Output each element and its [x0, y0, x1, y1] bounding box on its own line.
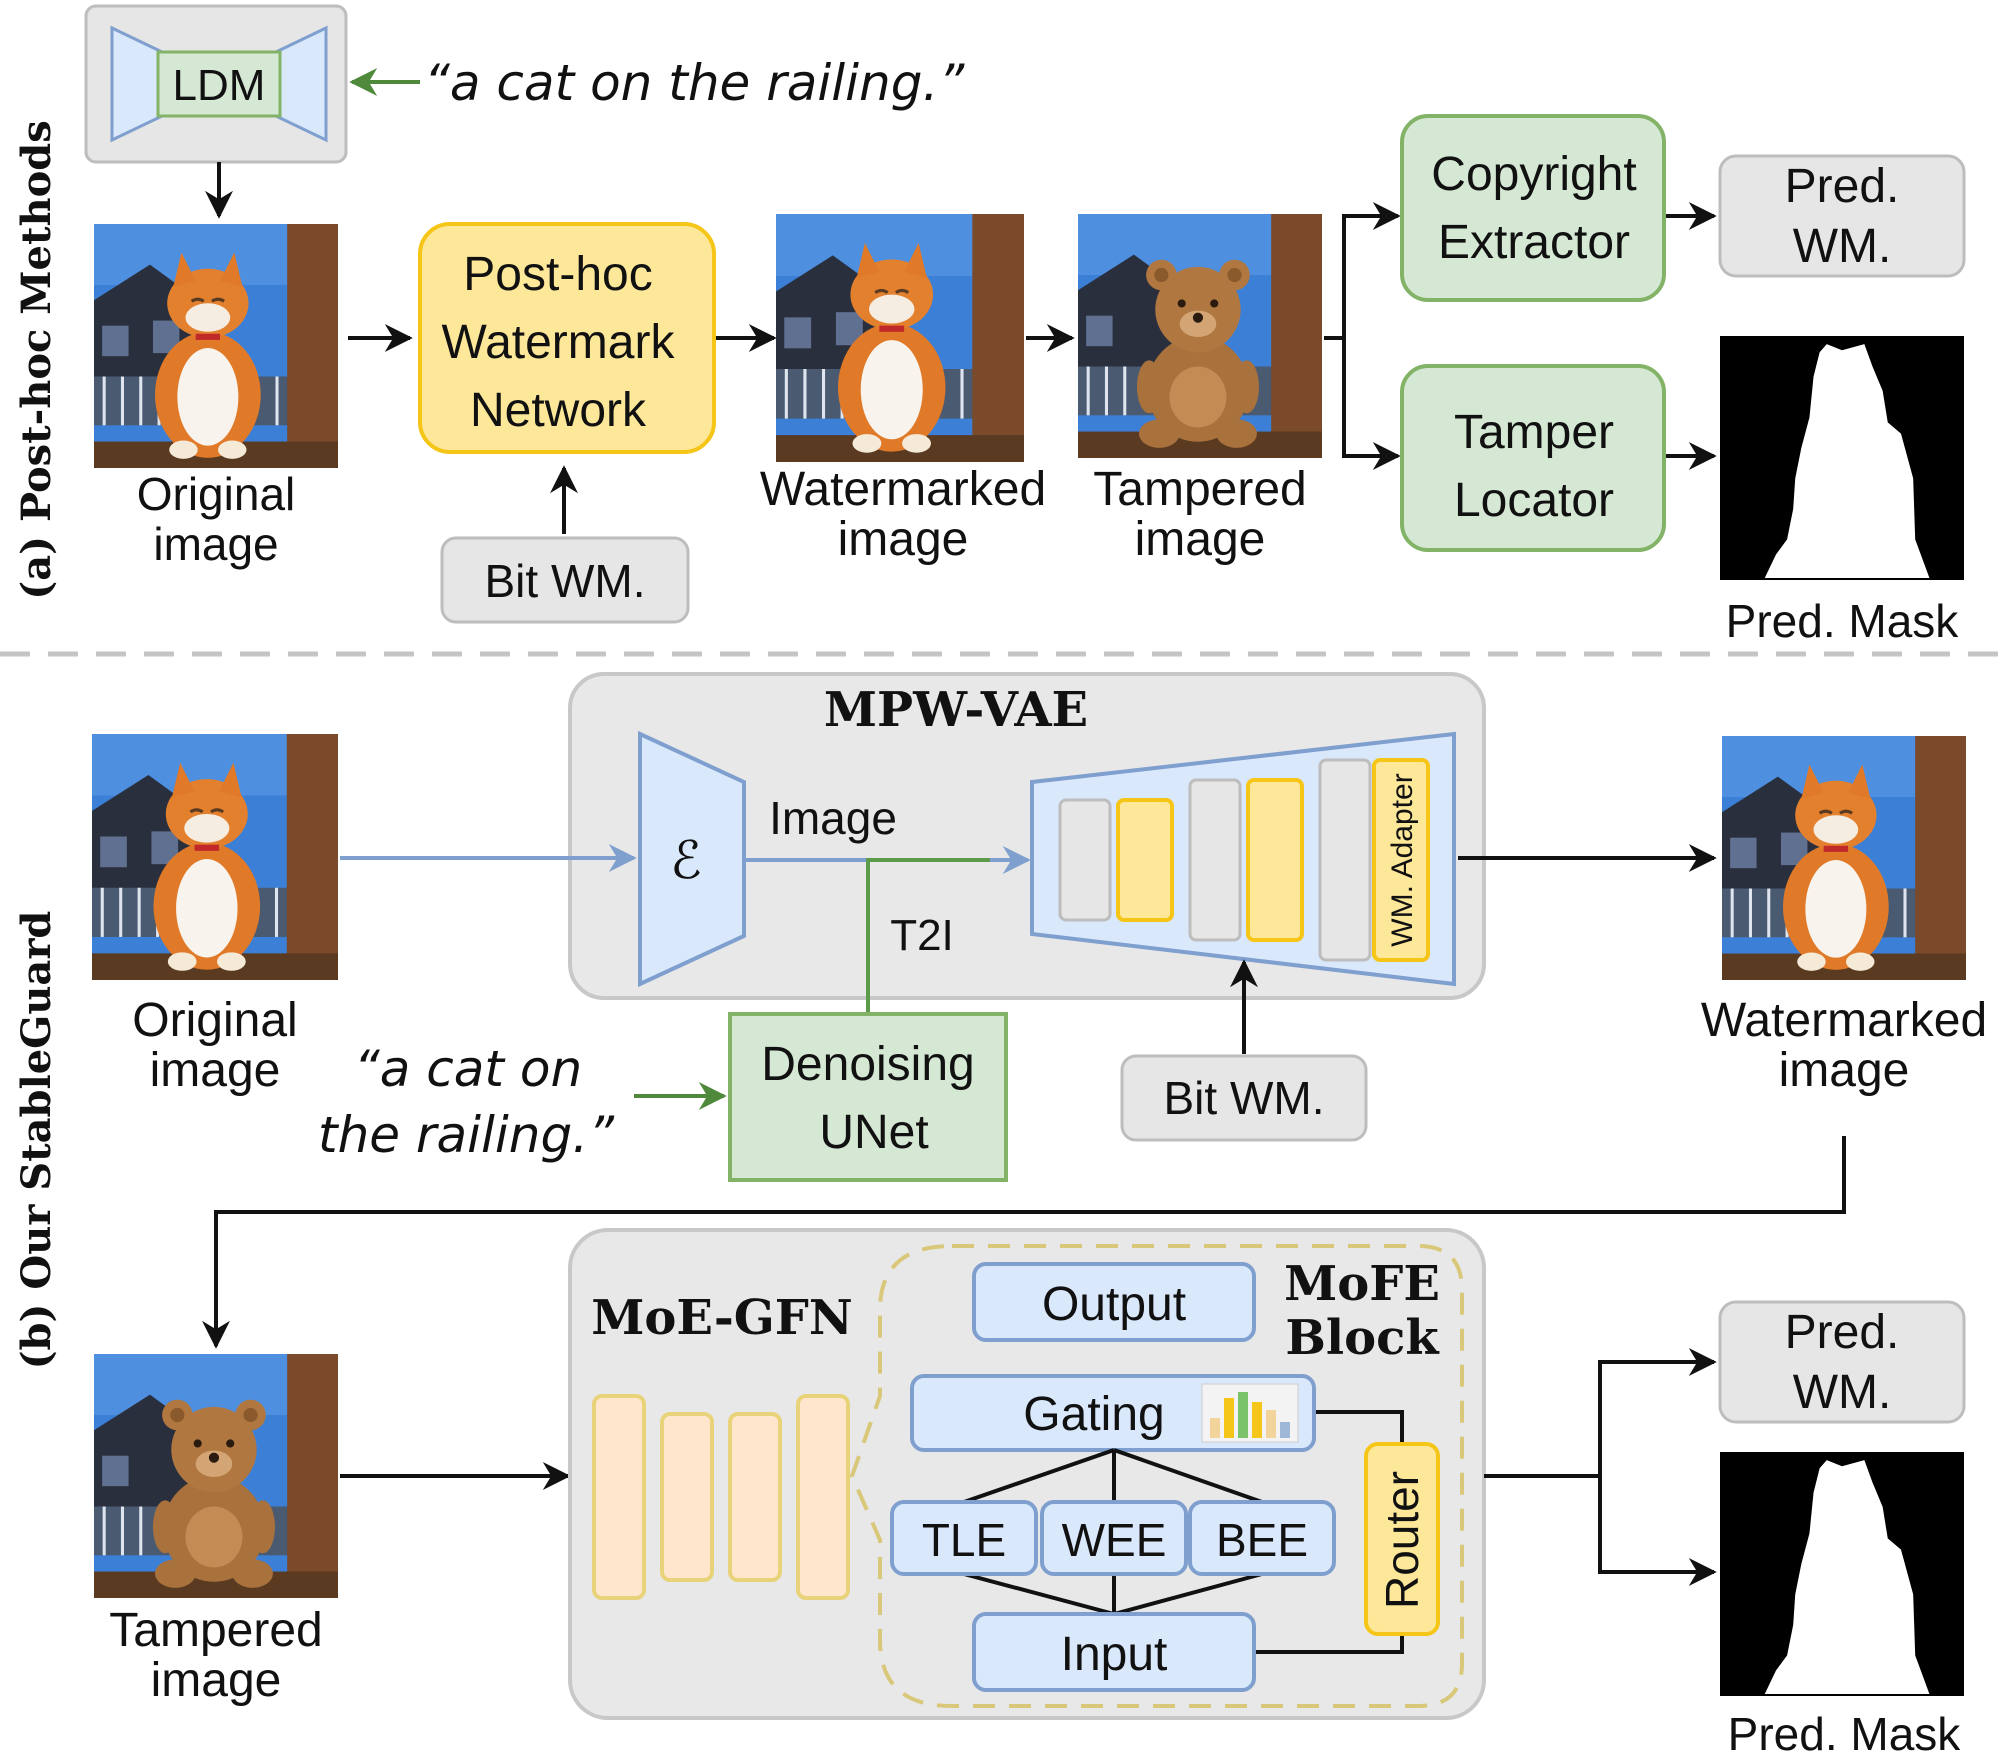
- mpw-vae-title: MPW-VAE: [824, 682, 1088, 738]
- original-image-a: [94, 224, 338, 468]
- ldm-block: LDM: [84, 4, 348, 164]
- watermarked-label-b-2: image: [1779, 1044, 1910, 1097]
- pred-wm-label-b-2: WM.: [1793, 1366, 1892, 1419]
- watermarked-label-a-2: image: [838, 513, 969, 566]
- expert-tle-label: TLE: [922, 1514, 1006, 1566]
- tamper-locator-box: Tamper Locator: [1400, 364, 1666, 552]
- tampered-label-b-1: Tampered: [109, 1604, 322, 1657]
- watermarked-image-a: [776, 214, 1024, 462]
- router-to-gating-line: [1316, 1410, 1404, 1444]
- prompt-text-a: “a cat on the railing.”: [424, 54, 965, 112]
- posthoc-label-3: Network: [470, 384, 647, 437]
- pred-mask-image-b: [1720, 1452, 1964, 1696]
- to-tamper-locator-arrow: [1342, 338, 1401, 470]
- mofe-block-title-2: Block: [1285, 1310, 1440, 1366]
- prompt-text-b-1: “a cat on: [354, 1040, 582, 1098]
- input-to-router-line: [1256, 1634, 1404, 1654]
- pred-mask-image-a: [1720, 336, 1964, 580]
- pred-wm-label-a-1: Pred.: [1785, 160, 1900, 213]
- tampered-image-b: [94, 1354, 338, 1598]
- expert-connectors: [963, 1448, 1263, 1616]
- posthoc-label-1: Post-hoc: [463, 248, 652, 301]
- bit-wm-label-b: Bit WM.: [1164, 1072, 1325, 1124]
- bit-wm-box-a: Bit WM.: [440, 536, 690, 624]
- tamper-locator-label-1: Tamper: [1454, 406, 1614, 459]
- output-box: Output: [972, 1262, 1256, 1342]
- copyright-extractor-box: Copyright Extractor: [1400, 114, 1666, 302]
- original-label-a-2: image: [153, 518, 278, 570]
- output-label: Output: [1042, 1278, 1186, 1331]
- gating-box: Gating: [910, 1374, 1316, 1452]
- ldm-label: LDM: [173, 61, 266, 110]
- pred-wm-label-b-1: Pred.: [1785, 1306, 1900, 1359]
- original-label-a-1: Original: [137, 468, 296, 520]
- wm-adapter-label: WM. Adapter: [1386, 773, 1419, 946]
- original-label-b-2: image: [150, 1044, 281, 1097]
- original-label-b-1: Original: [132, 994, 297, 1047]
- pred-wm-box-a: Pred. WM.: [1718, 154, 1966, 278]
- mofe-block-title-1: MoFE: [1284, 1256, 1440, 1312]
- tampered-image-a: [1078, 214, 1322, 458]
- denoising-unet-box: Denoising UNet: [728, 1012, 1008, 1182]
- pred-wm-box-b: Pred. WM.: [1718, 1300, 1966, 1424]
- moe-gfn-title: MoE-GFN: [591, 1290, 853, 1346]
- posthoc-label-2: Watermark: [442, 316, 676, 369]
- decoder-block: WM. Adapter: [1030, 731, 1456, 987]
- pred-mask-label-b: Pred. Mask: [1728, 1708, 1962, 1760]
- router-box: Router: [1364, 1442, 1440, 1636]
- input-box: Input: [972, 1612, 1256, 1692]
- moe-gfn-layers: [592, 1394, 850, 1600]
- to-pred-mask-b-arrow: [1598, 1476, 1717, 1586]
- watermarked-to-tampered-route: [202, 1136, 1846, 1349]
- gating-label: Gating: [1023, 1388, 1164, 1441]
- copyright-label-1: Copyright: [1431, 148, 1636, 201]
- pred-wm-label-a-2: WM.: [1793, 220, 1892, 273]
- tamper-locator-label-2: Locator: [1454, 474, 1614, 527]
- denoising-unet-label-1: Denoising: [761, 1038, 974, 1091]
- watermarked-label-b-1: Watermarked: [1701, 994, 1987, 1047]
- to-pred-wm-b-arrow: [1598, 1348, 1717, 1476]
- expert-tle: TLE: [890, 1500, 1038, 1576]
- encoder-symbol: ℰ: [670, 831, 701, 891]
- tampered-label-a-2: image: [1135, 513, 1266, 566]
- t2i-label: T2I: [890, 911, 954, 960]
- tampered-label-b-2: image: [151, 1654, 282, 1707]
- image-latent-label: Image: [769, 792, 897, 844]
- t2i-connector: [866, 858, 990, 1016]
- prompt-text-b-2: the railing.”: [318, 1106, 615, 1164]
- input-label: Input: [1061, 1628, 1168, 1681]
- bit-wm-box-b: Bit WM.: [1120, 1054, 1368, 1142]
- section-a-side-label: (a) Post-hoc Methods: [13, 120, 60, 599]
- denoising-unet-label-2: UNet: [819, 1106, 928, 1159]
- section-b-side-label: (b) Our StableGuard: [13, 911, 60, 1370]
- posthoc-watermark-network: Post-hoc Watermark Network: [418, 222, 716, 454]
- original-image-b: [92, 734, 338, 980]
- expert-bee: BEE: [1188, 1500, 1336, 1576]
- pred-mask-label-a: Pred. Mask: [1726, 595, 1960, 647]
- watermarked-image-b: [1722, 736, 1966, 980]
- mofe-block-region: [849, 1244, 1464, 1708]
- gating-chart-icon: [1201, 1383, 1299, 1443]
- expert-wee-label: WEE: [1062, 1514, 1167, 1566]
- tampered-label-a-1: Tampered: [1093, 463, 1306, 516]
- copyright-label-2: Extractor: [1438, 216, 1630, 269]
- encoder-block: [638, 730, 746, 988]
- expert-wee: WEE: [1040, 1500, 1188, 1576]
- to-copyright-arrow: [1342, 202, 1401, 338]
- expert-bee-label: BEE: [1216, 1514, 1308, 1566]
- router-label: Router: [1376, 1471, 1428, 1609]
- bit-wm-label-a: Bit WM.: [485, 555, 646, 607]
- watermarked-label-a-1: Watermarked: [760, 463, 1046, 516]
